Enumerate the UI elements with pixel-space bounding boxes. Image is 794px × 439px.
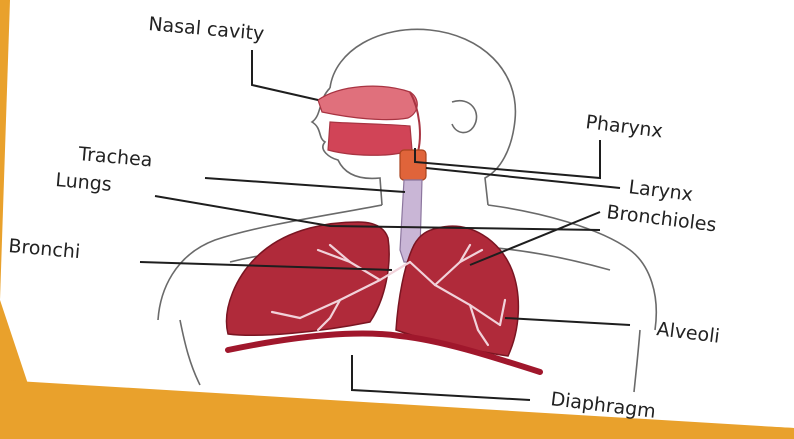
larynx-shape — [400, 150, 426, 180]
